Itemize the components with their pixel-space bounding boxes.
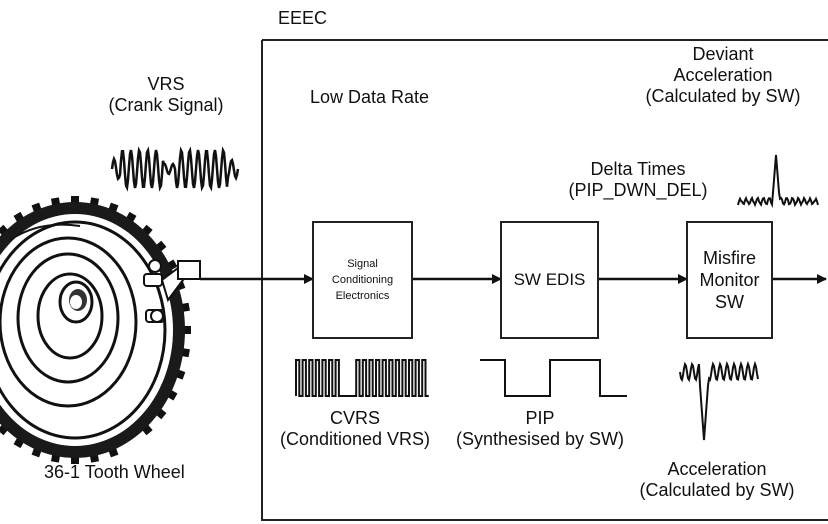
- vrs-sensor-illustration: [143, 259, 201, 323]
- acceleration-waveform: [679, 360, 759, 441]
- vrs-crank-signal-waveform: [110, 146, 240, 192]
- vrs-subtitle: (Crank Signal): [108, 95, 224, 115]
- deviant-acceleration-line2: Acceleration: [673, 65, 773, 85]
- deviant-acceleration-label: Deviant Acceleration (Calculated by SW): [620, 44, 826, 107]
- pip-label: PIP (Synthesised by SW): [440, 408, 640, 450]
- deviant-acceleration-waveform: [737, 154, 819, 209]
- wheel-tooth: [71, 456, 79, 464]
- tooth-wheel-label: 36-1 Tooth Wheel: [44, 462, 185, 482]
- acceleration-subtitle: (Calculated by SW): [639, 480, 795, 500]
- pip-subtitle: (Synthesised by SW): [455, 429, 625, 449]
- pip-square-waveform: [480, 359, 627, 397]
- signal-conditioning-block: [312, 221, 413, 339]
- misfire-monitor-block: [686, 221, 773, 339]
- cvrs-square-waveform: [295, 359, 429, 397]
- sw-edis-block: [500, 221, 599, 339]
- cvrs-subtitle: (Conditioned VRS): [279, 429, 431, 449]
- signal-conditioning-label: Signal Conditioning Electronics: [331, 258, 394, 302]
- wheel-tooth: [183, 326, 191, 334]
- vrs-label: VRS (Crank Signal): [86, 74, 246, 116]
- misfire-monitor-label: Misfire Monitor SW: [699, 248, 760, 312]
- eeec-label: EEEC: [278, 8, 328, 28]
- delta-times-subtitle: (PIP_DWN_DEL): [568, 180, 708, 200]
- deviant-acceleration-line1: Deviant: [692, 44, 754, 64]
- wheel-tooth: [71, 196, 79, 204]
- tooth-wheel-illustration: [0, 196, 191, 464]
- cvrs-title: CVRS: [329, 408, 380, 428]
- eeec-boundary: [261, 39, 828, 521]
- low-data-rate-label: Low Data Rate: [310, 87, 430, 107]
- vrs-title: VRS: [147, 74, 185, 94]
- cvrs-label: CVRS (Conditioned VRS): [270, 408, 440, 450]
- delta-times-title: Delta Times: [590, 159, 686, 179]
- sw-edis-label: SW EDIS: [513, 270, 586, 289]
- acceleration-title: Acceleration: [667, 459, 767, 479]
- deviant-acceleration-line3: (Calculated by SW): [645, 86, 801, 106]
- acceleration-label: Acceleration (Calculated by SW): [612, 459, 822, 501]
- delta-times-label: Delta Times (PIP_DWN_DEL): [548, 159, 728, 201]
- pip-title: PIP: [525, 408, 555, 428]
